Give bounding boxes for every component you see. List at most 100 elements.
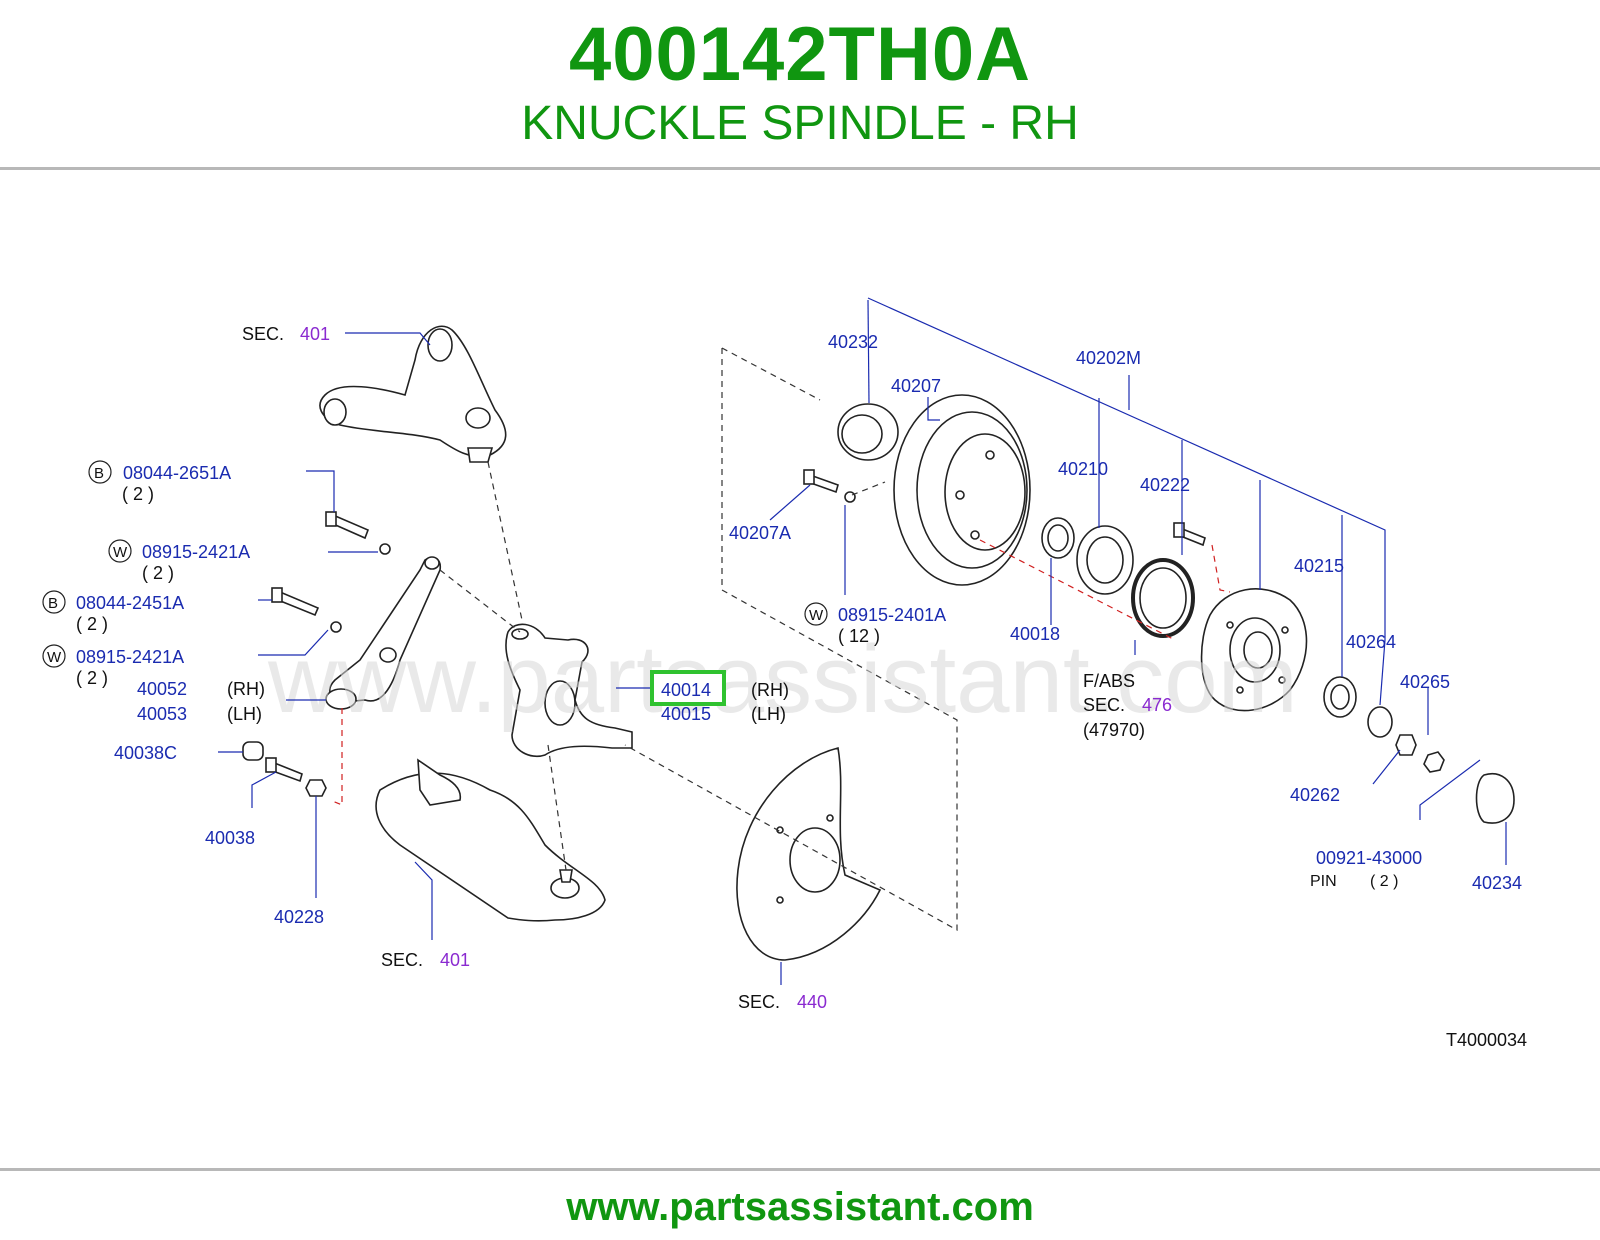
callout-40262[interactable]: 40262 bbox=[1290, 785, 1340, 805]
upper-control-arm bbox=[319, 325, 507, 463]
guide-frame bbox=[624, 348, 958, 932]
bolt-badge-icon bbox=[88, 460, 112, 484]
svg-text:08915-2401A: 08915-2401A bbox=[838, 605, 946, 625]
svg-text:401: 401 bbox=[300, 324, 330, 344]
svg-text:W: W bbox=[47, 649, 62, 666]
svg-text:SEC.: SEC. bbox=[381, 950, 423, 970]
svg-text:PIN: PIN bbox=[1310, 873, 1337, 890]
callout-40053[interactable]: 40053 (LH) bbox=[137, 704, 262, 724]
callout-w-08915-2421A-first[interactable]: W 08915-2421A ( 2 ) bbox=[108, 539, 250, 583]
watermark-text: www.partsassistant.com bbox=[267, 626, 1298, 733]
leader-lines bbox=[218, 297, 1507, 985]
grease-seal-40232 bbox=[837, 403, 899, 461]
svg-text:40052: 40052 bbox=[137, 679, 187, 699]
callout-b-08044-2651A[interactable]: B 08044-2651A ( 2 ) bbox=[88, 460, 231, 504]
svg-text:( 2 ): ( 2 ) bbox=[76, 614, 108, 634]
callout-40232[interactable]: 40232 bbox=[828, 332, 878, 352]
callout-40234[interactable]: 40234 bbox=[1472, 873, 1522, 893]
callout-40228[interactable]: 40228 bbox=[274, 907, 324, 927]
footer-divider bbox=[0, 1168, 1600, 1171]
hub-tail-parts bbox=[1323, 676, 1515, 824]
callout-40202M[interactable]: 40202M bbox=[1076, 348, 1141, 368]
svg-text:476: 476 bbox=[1142, 695, 1172, 715]
small-hardware-right bbox=[803, 469, 1206, 547]
callout-40015[interactable]: 40015 (LH) bbox=[661, 704, 786, 724]
callout-40264[interactable]: 40264 bbox=[1346, 632, 1396, 652]
svg-text:(LH): (LH) bbox=[227, 704, 262, 724]
callout-40038[interactable]: 40038 bbox=[205, 828, 255, 848]
svg-text:B: B bbox=[48, 595, 58, 612]
dust-cover bbox=[736, 747, 882, 961]
guide-dash-upper-ball bbox=[487, 461, 523, 621]
svg-text:40053: 40053 bbox=[137, 704, 187, 724]
bearing-40210 bbox=[1076, 525, 1134, 595]
callout-sec401-top[interactable]: SEC. 401 bbox=[242, 324, 330, 344]
steering-arm bbox=[325, 556, 442, 710]
svg-text:(47970): (47970) bbox=[1083, 720, 1145, 740]
callout-sec401-bottom[interactable]: SEC. 401 bbox=[381, 950, 470, 970]
header-divider bbox=[0, 167, 1600, 170]
lower-control-arm bbox=[375, 758, 606, 922]
svg-text:401: 401 bbox=[440, 950, 470, 970]
svg-text:( 2 ): ( 2 ) bbox=[1370, 873, 1398, 890]
svg-text:W: W bbox=[113, 544, 128, 561]
callout-40210[interactable]: 40210 bbox=[1058, 459, 1108, 479]
svg-text:B: B bbox=[94, 465, 104, 482]
small-hardware-left bbox=[242, 511, 391, 797]
svg-text:40015: 40015 bbox=[661, 704, 711, 724]
callout-40014-highlighted[interactable]: 40014 (RH) bbox=[650, 670, 789, 706]
svg-text:(LH): (LH) bbox=[751, 704, 786, 724]
callout-w-08915-2421A-second[interactable]: W 08915-2421A ( 2 ) bbox=[42, 644, 184, 688]
svg-text:( 12 ): ( 12 ) bbox=[838, 626, 880, 646]
svg-text:08044-2651A: 08044-2651A bbox=[123, 463, 231, 483]
guide-dash-seal bbox=[851, 481, 886, 496]
callout-w-08915-2401A[interactable]: W 08915-2401A ( 12 ) bbox=[804, 602, 946, 646]
knuckle-spindle bbox=[505, 623, 633, 757]
svg-text:40014: 40014 bbox=[661, 680, 711, 700]
callout-fabs-sec476[interactable]: F/ABS SEC. 476 (47970) bbox=[1083, 671, 1172, 740]
washer-badge-icon bbox=[42, 644, 66, 668]
page-header: 400142TH0A KNUCKLE SPINDLE - RH bbox=[0, 0, 1600, 170]
bolt-badge-icon bbox=[42, 590, 66, 614]
washer-badge-icon bbox=[108, 539, 132, 563]
svg-text:08915-2421A: 08915-2421A bbox=[142, 542, 250, 562]
footer-website-link[interactable]: www.partsassistant.com bbox=[566, 1185, 1034, 1229]
callout-40207A[interactable]: 40207A bbox=[729, 523, 791, 543]
svg-text:( 2 ): ( 2 ) bbox=[142, 563, 174, 583]
guide-dash-red-bolt bbox=[1211, 544, 1231, 593]
callout-40215[interactable]: 40215 bbox=[1294, 556, 1344, 576]
callout-00921-43000[interactable]: 00921-43000 PIN ( 2 ) bbox=[1310, 848, 1422, 890]
svg-text:(RH): (RH) bbox=[227, 679, 265, 699]
callout-40052[interactable]: 40052 (RH) bbox=[137, 679, 265, 699]
svg-text:SEC.: SEC. bbox=[242, 324, 284, 344]
part-number-title: 400142TH0A bbox=[568, 12, 1032, 97]
abs-sensor-ring bbox=[1131, 558, 1195, 638]
callout-40207[interactable]: 40207 bbox=[891, 376, 941, 396]
callout-40265[interactable]: 40265 bbox=[1400, 672, 1450, 692]
svg-text:( 2 ): ( 2 ) bbox=[76, 668, 108, 688]
callout-b-08044-2451A[interactable]: B 08044-2451A ( 2 ) bbox=[42, 590, 184, 634]
callout-40222[interactable]: 40222 bbox=[1140, 475, 1190, 495]
callout-sec440[interactable]: SEC. 440 bbox=[738, 992, 827, 1012]
highlight-box bbox=[650, 670, 726, 706]
svg-text:( 2 ): ( 2 ) bbox=[122, 484, 154, 504]
svg-text:F/ABS: F/ABS bbox=[1083, 671, 1135, 691]
svg-text:440: 440 bbox=[797, 992, 827, 1012]
callout-40038C[interactable]: 40038C bbox=[114, 743, 177, 763]
svg-text:SEC.: SEC. bbox=[738, 992, 780, 1012]
svg-text:00921-43000: 00921-43000 bbox=[1316, 848, 1422, 868]
brake-rotor bbox=[893, 394, 1031, 586]
part-name-subtitle: KNUCKLE SPINDLE - RH bbox=[521, 97, 1079, 150]
guide-dash-red-hub bbox=[979, 539, 1176, 641]
svg-text:08915-2421A: 08915-2421A bbox=[76, 647, 184, 667]
guide-dash-arm bbox=[439, 569, 521, 633]
svg-text:08044-2451A: 08044-2451A bbox=[76, 593, 184, 613]
washer-badge-icon bbox=[804, 602, 828, 626]
guide-frame-top bbox=[721, 347, 821, 401]
svg-text:W: W bbox=[809, 607, 824, 624]
callout-40018[interactable]: 40018 bbox=[1010, 624, 1060, 644]
bearing-race-40018 bbox=[1041, 517, 1075, 559]
svg-text:SEC.: SEC. bbox=[1083, 695, 1125, 715]
svg-text:(RH): (RH) bbox=[751, 680, 789, 700]
